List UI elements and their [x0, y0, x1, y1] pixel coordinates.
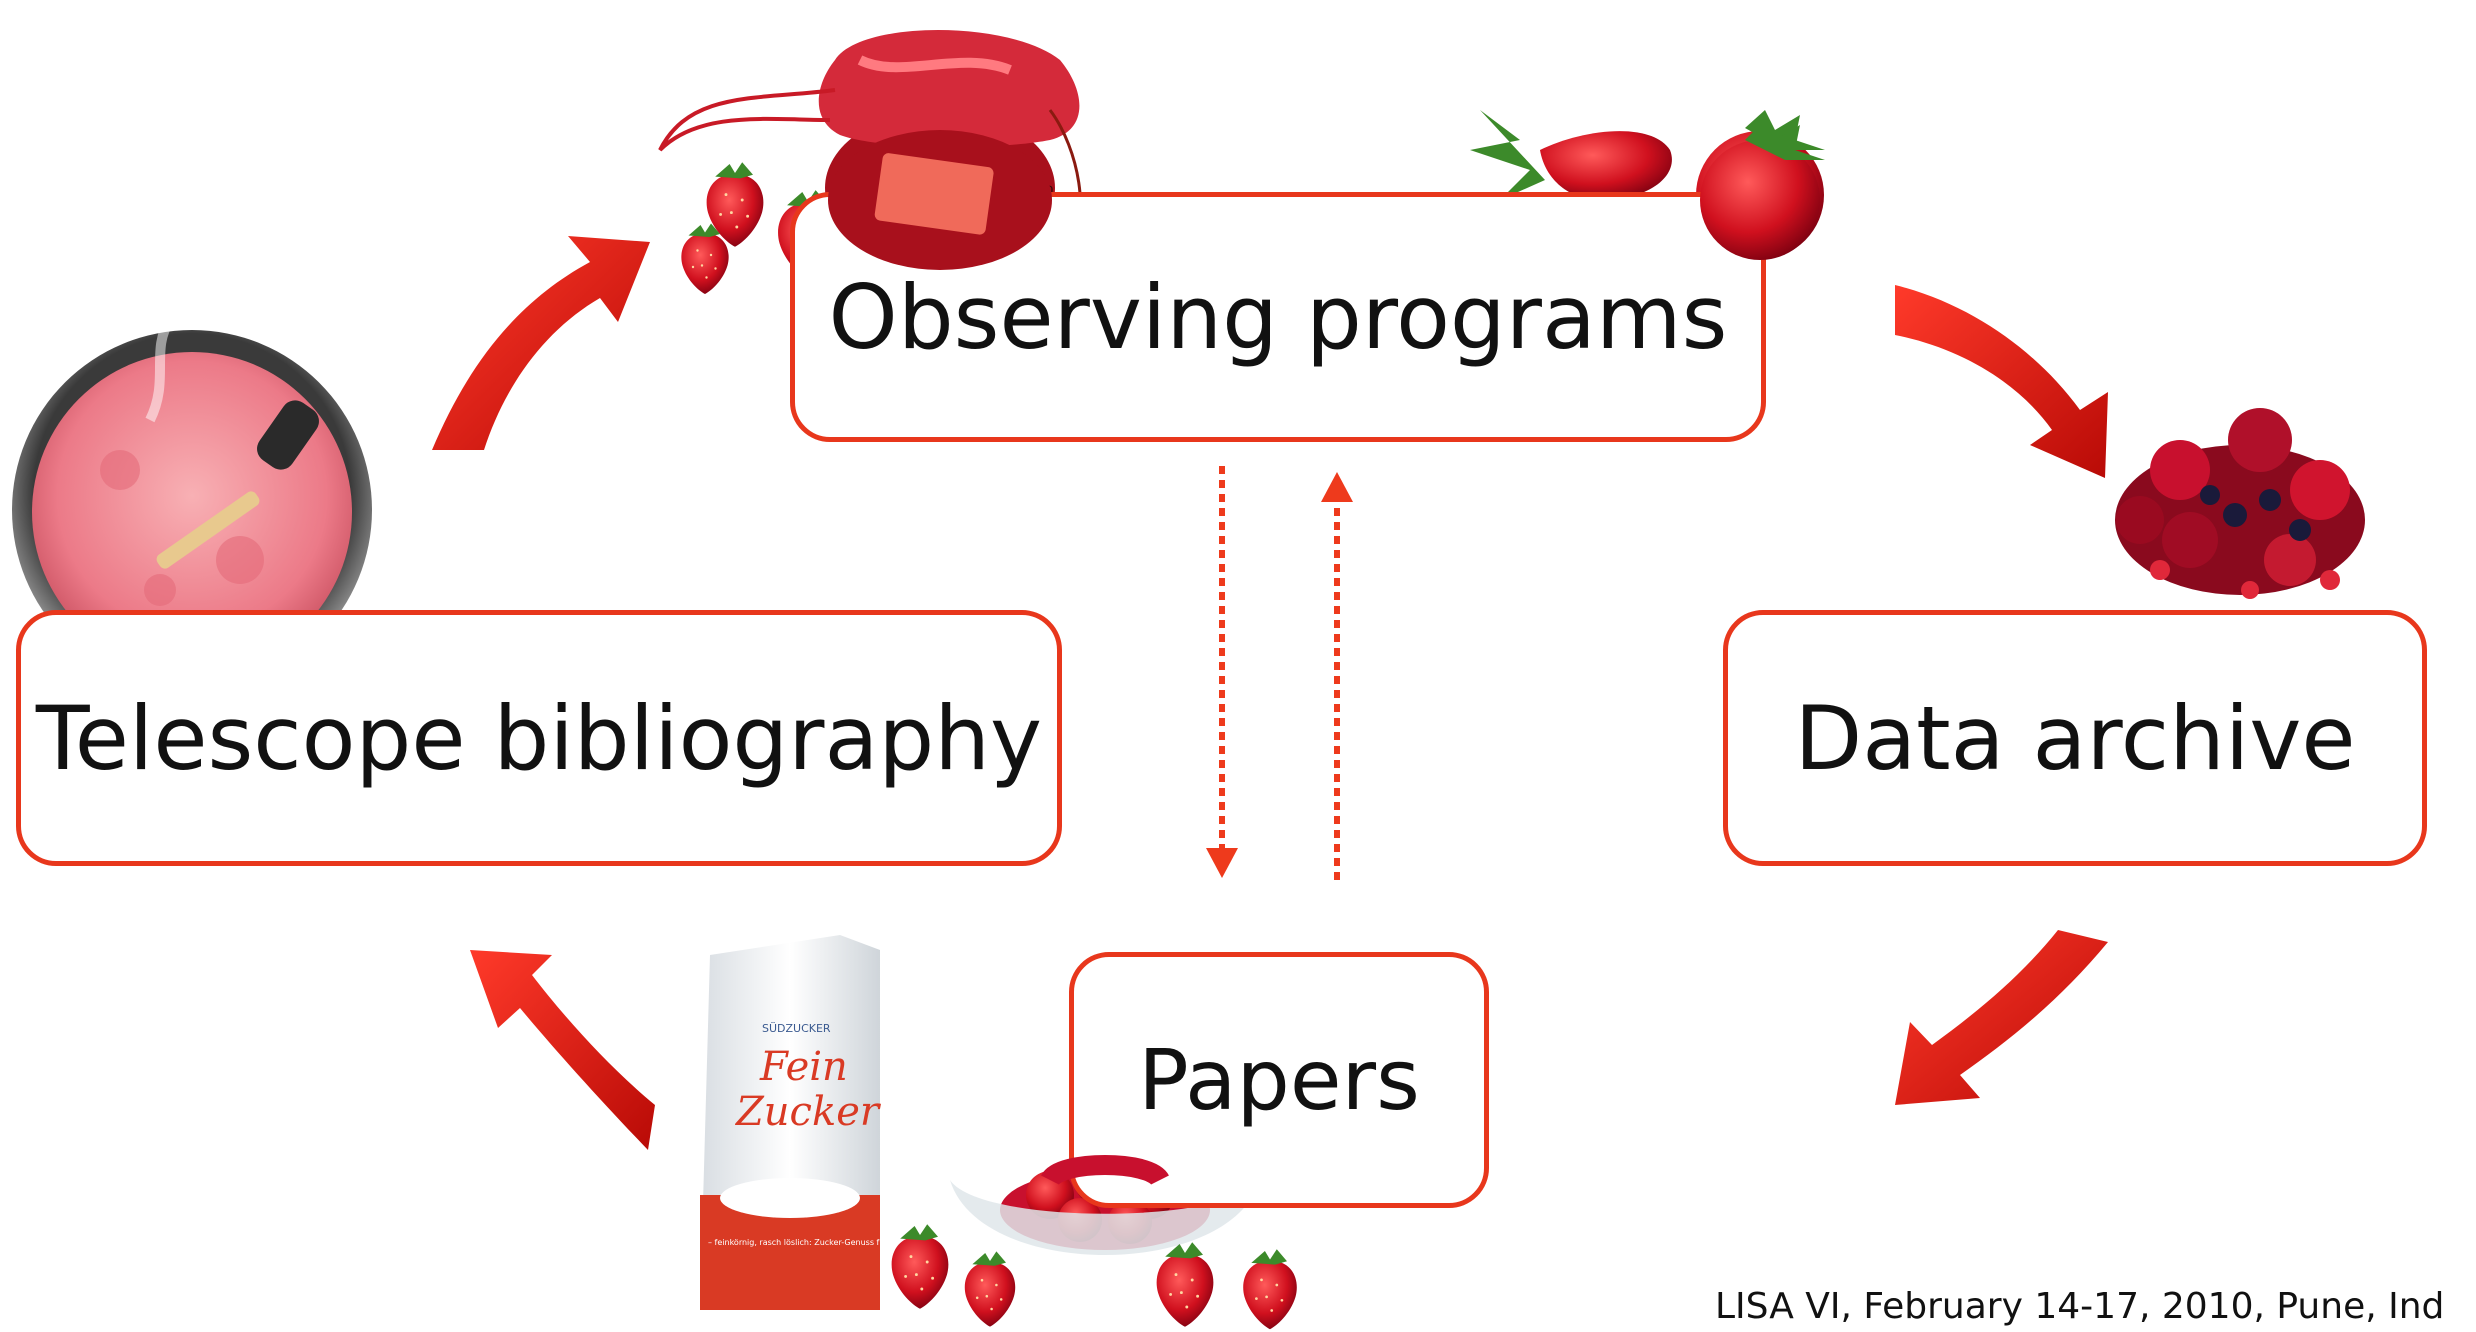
node-telescope-bibliography: Telescope bibliography [16, 610, 1062, 866]
svg-text:Fein: Fein [759, 1044, 848, 1090]
dotted-arrow-down [1206, 466, 1238, 878]
pot-of-jam-image [12, 317, 372, 690]
svg-text:SÜDZUCKER: SÜDZUCKER [762, 1022, 831, 1035]
node-papers: Papers [1069, 952, 1489, 1208]
svg-text:– feinkörnig, rasch löslich: Z: – feinkörnig, rasch löslich: Zucker-Genu… [708, 1238, 929, 1247]
node-label: Papers [1138, 1031, 1420, 1129]
node-label: Data archive [1794, 686, 2356, 790]
arrow-biblio-to-observing [432, 236, 650, 450]
node-label: Telescope bibliography [35, 686, 1043, 790]
footer-conference-citation: LISA VI, February 14-17, 2010, Pune, Ind [1715, 1286, 2445, 1327]
arrow-archive-to-papers [1895, 930, 2108, 1105]
node-data-archive: Data archive [1723, 610, 2427, 866]
node-label: Observing programs [828, 265, 1728, 369]
sugar-bag-image: SÜDZUCKER Fein Zucker – feinkörnig, rasc… [700, 935, 929, 1310]
dotted-arrow-up [1321, 472, 1353, 880]
mixed-berries-image [2115, 408, 2365, 599]
node-observing-programs: Observing programs [790, 192, 1766, 442]
arrow-observing-to-archive [1895, 285, 2108, 478]
arrow-papers-to-biblio [470, 950, 655, 1150]
svg-text:Zucker: Zucker [734, 1089, 882, 1135]
